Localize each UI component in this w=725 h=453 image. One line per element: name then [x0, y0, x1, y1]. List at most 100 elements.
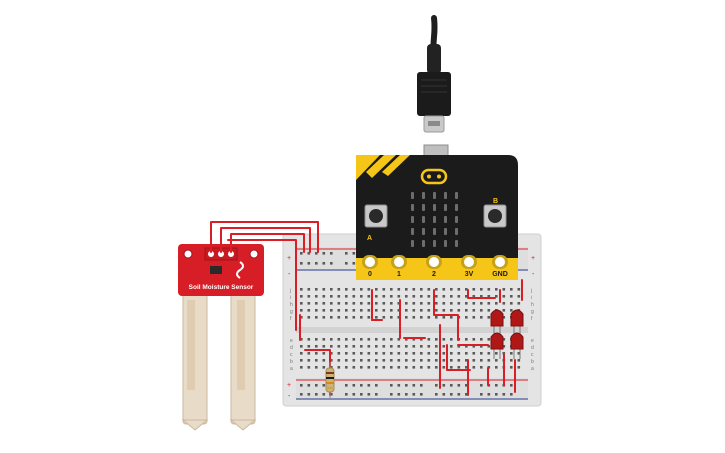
- breadboard-hole: [502, 309, 506, 312]
- breadboard-hole: [315, 393, 318, 396]
- breadboard-hole: [465, 309, 468, 312]
- breadboard-hole: [322, 366, 326, 369]
- breadboard-hole: [330, 288, 333, 291]
- breadboard-hole: [435, 338, 438, 341]
- button-b[interactable]: B: [483, 198, 507, 228]
- led: [490, 332, 504, 359]
- breadboard-hole: [307, 262, 311, 265]
- breadboard-hole: [337, 352, 341, 355]
- breadboard-hole: [472, 302, 476, 305]
- breadboard-hole: [502, 302, 506, 305]
- breadboard-hole: [315, 345, 318, 348]
- microbit-body: [356, 155, 518, 262]
- microbit-board: A B 0 1 2 3V: [356, 144, 518, 280]
- breadboard-hole: [450, 338, 453, 341]
- row-letter: h: [531, 302, 534, 308]
- breadboard-hole: [390, 393, 393, 396]
- breadboard-hole: [472, 288, 476, 291]
- breadboard-hole: [480, 288, 483, 291]
- breadboard-hole: [315, 384, 318, 387]
- breadboard-hole: [457, 309, 461, 312]
- wire-sensor-to-breadboard: [227, 239, 297, 331]
- breadboard-hole: [465, 384, 468, 387]
- breadboard-hole: [517, 352, 521, 355]
- breadboard-hole: [352, 345, 356, 348]
- matrix-led: [455, 204, 458, 211]
- breadboard-hole: [412, 352, 416, 355]
- breadboard-hole: [345, 393, 348, 396]
- breadboard-hole: [412, 366, 416, 369]
- row-letter: e: [290, 338, 293, 344]
- breadboard-hole: [495, 366, 498, 369]
- breadboard-hole: [367, 309, 371, 312]
- breadboard-hole: [360, 288, 363, 291]
- matrix-led: [433, 192, 436, 199]
- breadboard-hole: [487, 345, 491, 348]
- row-letter: f: [290, 316, 292, 322]
- breadboard-hole: [435, 352, 438, 355]
- edge-pin-gnd: GND: [492, 255, 508, 278]
- breadboard-hole: [510, 352, 513, 355]
- breadboard-hole: [337, 338, 341, 341]
- breadboard-hole: [405, 384, 408, 387]
- breadboard-hole: [367, 288, 371, 291]
- row-letter: f: [531, 316, 533, 322]
- breadboard-hole: [472, 366, 476, 369]
- sensor-header-pin: [208, 251, 214, 257]
- breadboard-hole: [307, 295, 311, 298]
- edge-pin-label: 3V: [465, 271, 474, 278]
- breadboard-hole: [345, 252, 348, 255]
- row-letter: j: [530, 288, 532, 294]
- breadboard-hole: [367, 345, 371, 348]
- matrix-led: [433, 204, 436, 211]
- matrix-led: [422, 228, 425, 235]
- breadboard-hole: [472, 295, 476, 298]
- breadboard-hole: [300, 295, 303, 298]
- button-b-cap[interactable]: [488, 209, 502, 223]
- matrix-led: [444, 216, 447, 223]
- breadboard-hole: [300, 345, 303, 348]
- breadboard-hole: [307, 393, 311, 396]
- edge-pin-label: 0: [368, 271, 372, 278]
- breadboard-hole: [495, 288, 498, 291]
- breadboard-hole: [352, 393, 356, 396]
- breadboard-hole: [412, 309, 416, 312]
- breadboard-hole: [465, 338, 468, 341]
- breadboard-hole: [315, 366, 318, 369]
- button-a-cap[interactable]: [369, 209, 383, 223]
- breadboard-hole: [322, 262, 326, 265]
- breadboard-hole: [442, 393, 446, 396]
- row-letter: h: [290, 302, 293, 308]
- breadboard-hole: [517, 302, 521, 305]
- breadboard-hole: [345, 384, 348, 387]
- breadboard-hole: [472, 309, 476, 312]
- breadboard-hole: [412, 393, 416, 396]
- wire-breadboard: [446, 344, 471, 371]
- breadboard-hole: [307, 309, 311, 312]
- breadboard-hole: [375, 352, 378, 355]
- button-a[interactable]: A: [364, 204, 388, 242]
- breadboard-hole: [487, 309, 491, 312]
- breadboard-hole: [337, 309, 341, 312]
- breadboard-hole: [345, 359, 348, 362]
- breadboard-hole: [457, 295, 461, 298]
- breadboard-hole: [480, 352, 483, 355]
- breadboard-hole: [510, 393, 513, 396]
- breadboard-hole: [502, 295, 506, 298]
- breadboard-hole: [487, 295, 491, 298]
- breadboard-hole: [457, 345, 461, 348]
- row-letter: g: [531, 309, 534, 315]
- breadboard-hole: [352, 302, 356, 305]
- breadboard-hole: [495, 352, 498, 355]
- breadboard-hole: [300, 384, 303, 387]
- breadboard-hole: [427, 345, 431, 348]
- breadboard-hole: [397, 316, 401, 319]
- breadboard-hole: [330, 345, 333, 348]
- breadboard-hole: [360, 352, 363, 355]
- breadboard-hole: [330, 316, 333, 319]
- breadboard-hole: [495, 393, 498, 396]
- breadboard-hole: [472, 345, 476, 348]
- breadboard-hole: [397, 302, 401, 305]
- breadboard-hole: [502, 393, 506, 396]
- breadboard-hole: [315, 352, 318, 355]
